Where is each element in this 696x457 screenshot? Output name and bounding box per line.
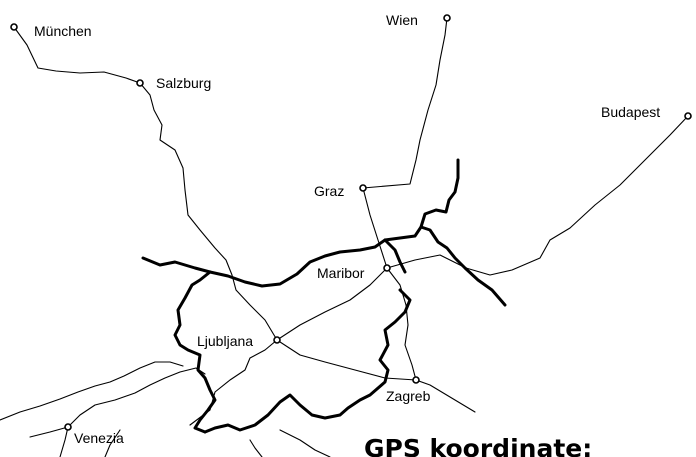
city-label-wien[interactable]: Wien — [386, 12, 418, 28]
route-lines — [0, 17, 689, 457]
city-marker-venezia[interactable] — [64, 423, 72, 431]
route-bottom-mid — [249, 439, 263, 457]
city-labels: München Salzburg Wien Budapest Graz Mari… — [34, 12, 660, 446]
city-markers — [10, 14, 692, 431]
city-marker-maribor[interactable] — [383, 264, 391, 272]
city-label-graz[interactable]: Graz — [314, 183, 344, 199]
route-budapest-maribor — [386, 115, 689, 276]
route-maribor-ljubljana — [276, 267, 388, 341]
route-maribor-zagreb — [386, 267, 417, 381]
city-marker-graz[interactable] — [359, 184, 367, 192]
gps-heading-backdrop — [360, 425, 696, 457]
city-label-zagreb[interactable]: Zagreb — [386, 388, 431, 404]
city-marker-salzburg[interactable] — [136, 79, 144, 87]
city-marker-budapest[interactable] — [684, 112, 692, 120]
city-marker-ljubljana[interactable] — [273, 336, 281, 344]
route-munchen-salzburg — [13, 26, 141, 84]
country-borders — [141, 158, 507, 434]
route-zagreb-southeast — [415, 379, 476, 413]
border-west — [173, 270, 217, 434]
border-south — [203, 288, 412, 434]
route-venezia-west — [29, 426, 69, 438]
city-label-venezia[interactable]: Venezia — [74, 430, 124, 446]
city-label-budapest[interactable]: Budapest — [601, 104, 660, 120]
city-label-munchen[interactable]: München — [34, 23, 92, 39]
route-ljubljana-zagreb — [276, 339, 417, 381]
city-marker-zagreb[interactable] — [412, 376, 420, 384]
city-label-salzburg[interactable]: Salzburg — [156, 75, 211, 91]
route-wien-graz — [362, 17, 448, 189]
city-marker-munchen[interactable] — [10, 23, 18, 31]
route-bottom-left — [104, 429, 121, 457]
border-maribor-east — [383, 238, 407, 274]
border-east — [419, 225, 507, 307]
city-label-maribor[interactable]: Maribor — [317, 265, 365, 281]
route-coast-south — [0, 361, 184, 421]
route-graz-maribor — [362, 187, 388, 269]
route-venezia-coast — [67, 367, 206, 428]
route-venezia-south — [59, 426, 69, 457]
border-north — [141, 158, 460, 288]
city-marker-wien[interactable] — [443, 14, 451, 22]
route-bottom-right — [279, 429, 331, 457]
gps-heading: GPS koordinate: — [364, 434, 592, 457]
route-salzburg-ljubljana — [139, 82, 278, 341]
route-ljubljana-west — [189, 339, 278, 426]
city-label-ljubljana[interactable]: Ljubljana — [197, 333, 253, 349]
